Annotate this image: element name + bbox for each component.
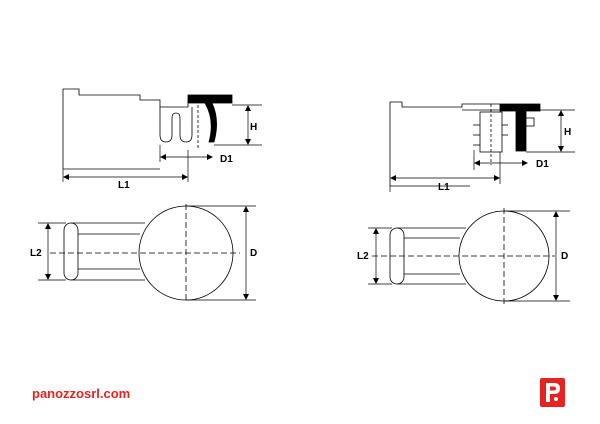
left-label-d: D — [250, 248, 257, 259]
left-label-h: H — [250, 122, 257, 133]
left-head-plate — [187, 94, 233, 104]
right-label-d1: D1 — [536, 159, 549, 170]
right-side-view — [389, 101, 541, 187]
left-label-l1: L1 — [118, 180, 130, 191]
panozzo-p-logo-icon — [540, 378, 565, 407]
right-dimensions — [389, 109, 575, 192]
right-head-notch — [523, 117, 535, 127]
right-label-l1: L1 — [438, 182, 450, 193]
left-label-l2: L2 — [30, 248, 42, 259]
right-top-view — [372, 208, 555, 304]
website-link[interactable]: panozzosrl.com — [32, 386, 131, 401]
right-label-d: D — [561, 251, 568, 262]
right-label-l2: L2 — [357, 251, 369, 262]
left-top-view — [50, 204, 240, 302]
left-dimensions — [62, 104, 262, 182]
left-head-clip — [204, 102, 217, 143]
left-top-dimensions — [38, 205, 256, 301]
right-head-body — [515, 110, 527, 152]
panozzo-logo — [540, 378, 565, 407]
left-side-view — [62, 88, 233, 170]
left-slot-end — [63, 222, 79, 281]
left-body-outline — [62, 88, 218, 108]
left-fork-legs — [159, 107, 193, 143]
left-label-d1: D1 — [220, 154, 233, 165]
right-head-plate — [499, 103, 541, 112]
right-label-h: H — [564, 127, 571, 138]
right-top-dimensions — [368, 210, 570, 302]
right-body-outline — [389, 101, 500, 109]
